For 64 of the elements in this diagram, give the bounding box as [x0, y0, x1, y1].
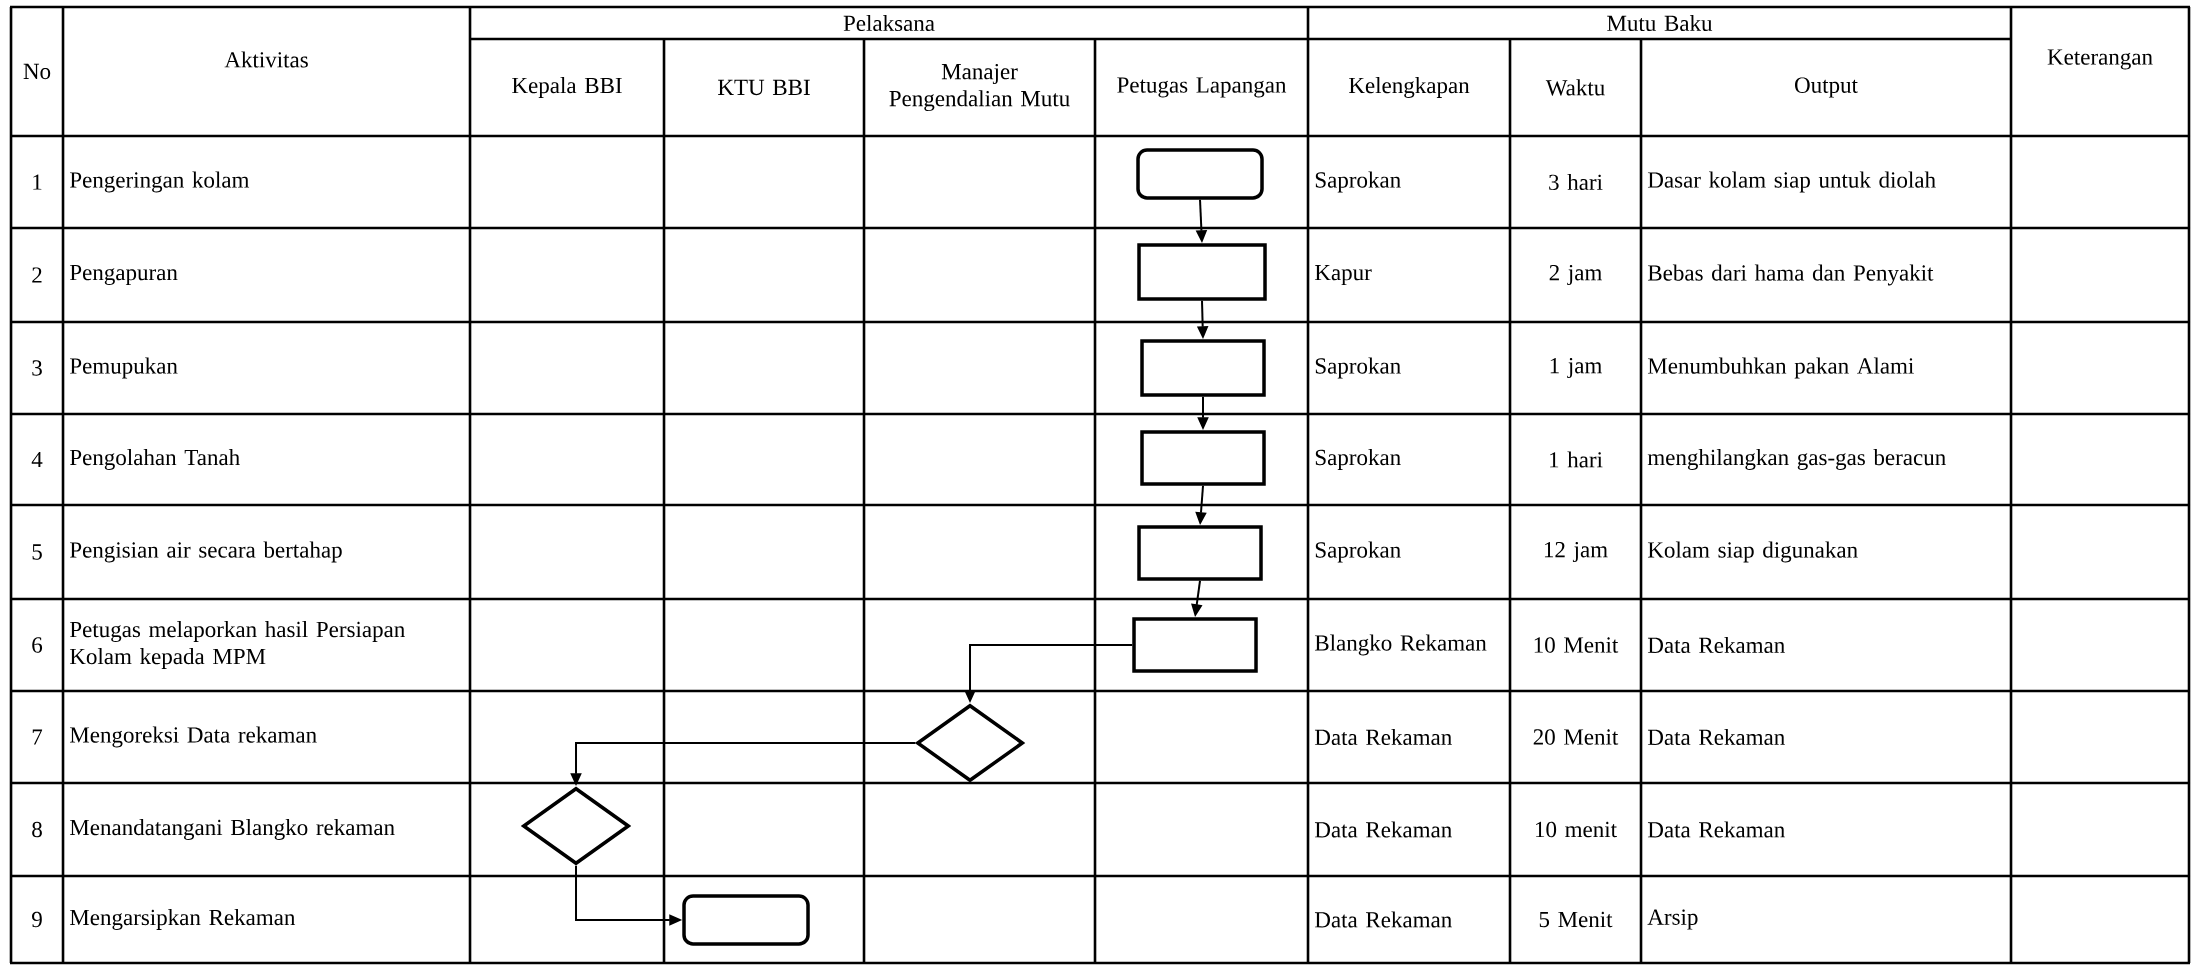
table-cell-text: 10 Menit [1534, 637, 1619, 653]
process-box [1137, 243, 1267, 301]
column-header: Keterangan [2047, 49, 2153, 70]
table-cell-text: Data Rekaman [1647, 821, 1785, 838]
table-cell-text: Arsip [1647, 909, 1698, 930]
activity-text: Pengisian air secara bertahap [69, 541, 342, 563]
activity-text: Pemupukan [69, 357, 178, 379]
column-header: Output [1795, 77, 1858, 98]
table-cell-text: 12 jam [1544, 541, 1608, 563]
process-box [1132, 617, 1258, 673]
table-cell-text: Data Rekaman [1647, 728, 1785, 746]
table-cell-text: menghilangkan gas-gas beracun [1647, 449, 1946, 470]
activity-text: Mengoreksi Data rekaman [69, 726, 317, 748]
row-number: 9 [32, 911, 42, 928]
table-cell-text: Saprokan [1315, 541, 1401, 563]
table-cell-text: Kolam siap digunakan [1647, 541, 1858, 563]
table-cell-text: 1 hari [1550, 451, 1603, 468]
column-header: Kepala BBI [512, 77, 622, 98]
table-cell-text: 1 jam [1550, 357, 1602, 379]
row-number: 8 [32, 821, 42, 838]
row-number: 5 [32, 544, 42, 560]
process-box [1140, 339, 1266, 397]
table-cell-text: Data Rekaman [1647, 636, 1785, 654]
column-header: Kelengkapan [1349, 77, 1470, 98]
row-number: 1 [33, 174, 42, 190]
activity-text: Pengapuran [69, 264, 178, 285]
table-cell-text: Data Rekaman [1314, 911, 1452, 928]
row-number: 6 [32, 637, 43, 653]
table-cell-text: Blangko Rekaman [1314, 634, 1487, 656]
table-cell-text: 2 jam [1549, 264, 1602, 286]
column-header: Petugas Lapangan [1117, 77, 1287, 98]
process-box [1140, 430, 1266, 486]
table-cell-text: Data Rekaman [1314, 728, 1452, 746]
table-cell-text: Bebas dari hama dan Penyakit [1647, 264, 1934, 286]
table-cell-text: 20 Menit [1533, 729, 1619, 745]
activity-text: Menandatangani Blangko rekaman [69, 819, 395, 840]
column-header: KTU BBI [718, 79, 810, 96]
table-cell-text: Data Rekaman [1314, 821, 1452, 838]
terminator-box [682, 894, 810, 946]
table-cell-text: 10 menit [1536, 821, 1617, 838]
activity-text: Pengolahan Tanah [69, 449, 240, 470]
column-header: No [23, 63, 51, 80]
table-cell-text: Menumbuhkan pakan Alami [1647, 357, 1914, 379]
column-header: Waktu [1545, 79, 1605, 96]
table-cell-text: Saprokan [1315, 449, 1401, 470]
group-header: Pelaksana [843, 14, 935, 32]
table-cell-text: Saprokan [1315, 357, 1401, 379]
activity-text: Mengarsipkan Rekaman [69, 909, 296, 930]
table-cell-text: 5 Menit [1539, 911, 1613, 928]
table-cell-text: Saprokan [1315, 171, 1401, 193]
group-header: Mutu Baku [1607, 14, 1713, 32]
process-box [1137, 525, 1263, 581]
terminator-box [1136, 148, 1264, 200]
column-header: Aktivitas [224, 51, 308, 68]
row-number: 4 [31, 451, 43, 468]
activity-text: Pengeringan kolam [69, 171, 250, 193]
row-number: 3 [32, 360, 42, 376]
table-cell-text: 3 hari [1549, 173, 1603, 191]
row-number: 2 [32, 267, 42, 283]
table-cell-text: Dasar kolam siap untuk diolah [1647, 171, 1936, 193]
column-header: Manajer Pengendalian Mutu [889, 63, 1070, 112]
table-cell-text: Kapur [1314, 265, 1372, 285]
row-number: 7 [32, 729, 43, 745]
activity-text: Petugas melaporkan hasil Persiapan Kolam kepada MPM [69, 621, 405, 669]
